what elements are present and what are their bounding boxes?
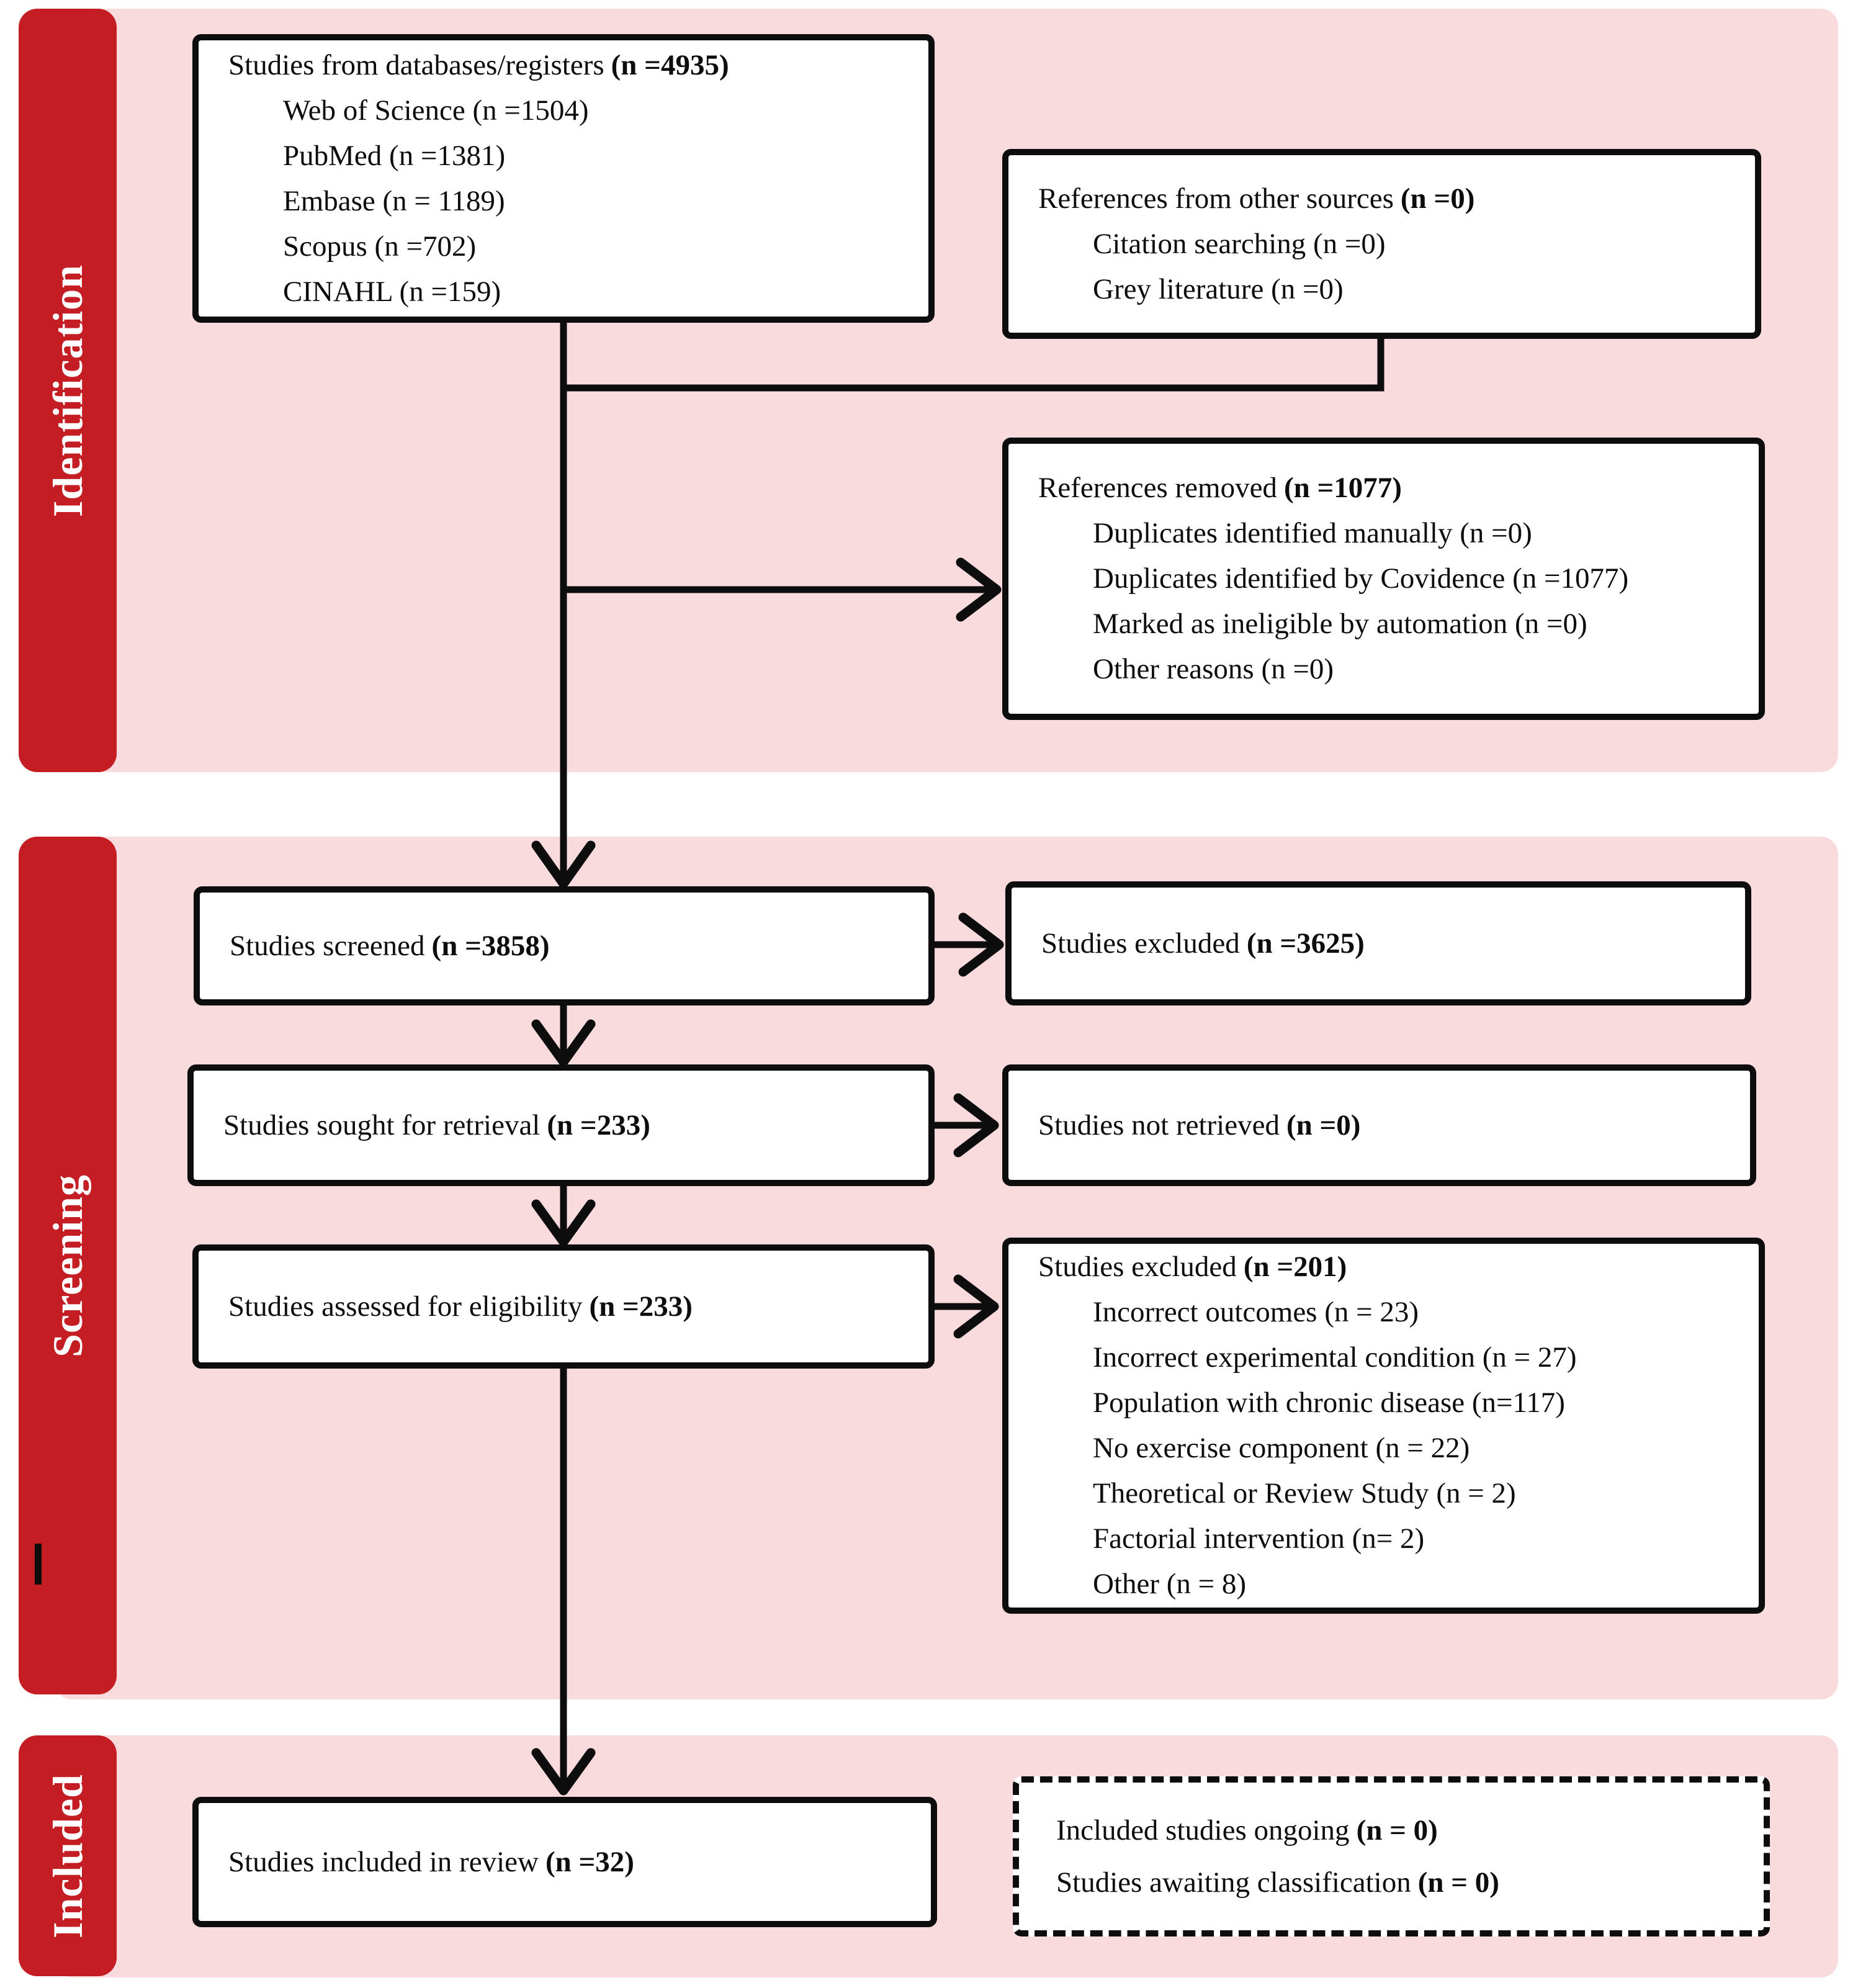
box-title-text: Studies from databases/registers (228, 48, 604, 81)
box-title-text: References removed (1038, 472, 1277, 504)
box-title: References from other sources(n =0) (1008, 176, 1755, 222)
arrowhead-down-screened (531, 840, 596, 889)
line-other-sources-merge (563, 338, 1385, 392)
list-item: Incorrect outcomes (n = 23) (1093, 1296, 1419, 1328)
box-title-text: Studies sought for retrieval (223, 1109, 541, 1141)
box-count: (n =4935) (611, 48, 729, 81)
box-studies-included-review: Studies included in review(n =32) (192, 1797, 937, 1927)
box-references-removed: References removed(n =1077) Duplicates i… (1002, 438, 1765, 720)
box-studies-screened: Studies screened(n =3858) (194, 886, 935, 1005)
box-title: References removed(n =1077) (1008, 466, 1759, 511)
box-title: Studies screened(n =3858) (200, 924, 928, 969)
box-title-text: Studies not retrieved (1038, 1109, 1280, 1141)
box-studies-excluded-screening: Studies excluded(n =3625) (1005, 881, 1751, 1005)
list-item: Marked as ineligible by automation (n =0… (1093, 608, 1587, 640)
box-studies-excluded-eligibility: Studies excluded(n =201) Incorrect outco… (1002, 1238, 1765, 1614)
box-count: (n =1077) (1283, 472, 1402, 504)
box-title-text: Studies awaiting classification (1056, 1866, 1411, 1899)
box-title: Studies excluded(n =3625) (1012, 921, 1745, 966)
box-studies-from-databases: Studies from databases/registers(n =4935… (192, 34, 935, 323)
box-studies-not-retrieved: Studies not retrieved(n =0) (1002, 1064, 1756, 1186)
arrowhead-down-included (531, 1748, 596, 1796)
list-item: Grey literature (n =0) (1093, 272, 1344, 305)
arrowhead-right-excluded-eligibility (953, 1274, 999, 1339)
list-item: Other (n = 8) (1093, 1568, 1247, 1600)
box-title-text: Studies assessed for eligibility (228, 1290, 583, 1323)
box-title: Studies sought for retrieval(n =233) (194, 1103, 928, 1148)
box-title-text: References from other sources (1038, 182, 1394, 215)
arrowhead-down-assessed (531, 1199, 596, 1247)
list-item: Other reasons (n =0) (1093, 653, 1334, 685)
box-references-other-sources: References from other sources(n =0) Cita… (1002, 149, 1761, 339)
box-title-text: Studies screened (230, 929, 425, 962)
arrowhead-right-excluded-screening (958, 912, 1004, 977)
box-studies-sought-retrieval: Studies sought for retrieval(n =233) (187, 1064, 935, 1186)
box-count: (n =3625) (1246, 927, 1365, 960)
box-studies-assessed-eligibility: Studies assessed for eligibility(n =233) (192, 1244, 935, 1369)
box-line-awaiting: Studies awaiting classification(n = 0) (1019, 1856, 1764, 1909)
list-item: Factorial intervention (n= 2) (1093, 1522, 1425, 1555)
arrowhead-right-not-retrieved (953, 1093, 999, 1158)
box-count: (n =3858) (431, 929, 550, 962)
list-item: Web of Science (n =1504) (283, 94, 589, 127)
box-title: Studies included in review(n =32) (199, 1840, 931, 1885)
list-item: Citation searching (n =0) (1093, 227, 1386, 260)
box-title-text: Studies excluded (1041, 927, 1240, 960)
box-count: (n =32) (545, 1845, 634, 1878)
box-line-ongoing: Included studies ongoing(n = 0) (1019, 1804, 1764, 1856)
box-title: Studies assessed for eligibility(n =233) (199, 1284, 928, 1329)
list-item: Incorrect experimental condition (n = 27… (1093, 1341, 1577, 1374)
list-item: Duplicates identified manually (n =0) (1093, 517, 1532, 549)
box-count: (n =233) (547, 1109, 650, 1141)
list-item: Embase (n = 1189) (283, 184, 505, 217)
box-title-text: Included studies ongoing (1056, 1814, 1350, 1846)
box-count: (n = 0) (1356, 1814, 1438, 1846)
arrowhead-down-sought (531, 1019, 596, 1067)
list-item: Duplicates identified by Covidence (n =1… (1093, 562, 1629, 595)
box-title-text: Studies excluded (1038, 1251, 1237, 1283)
box-count: (n =201) (1243, 1251, 1347, 1283)
list-item: No exercise component (n = 22) (1093, 1432, 1470, 1464)
box-title: Studies from databases/registers(n =4935… (199, 43, 928, 88)
list-item: Theoretical or Review Study (n = 2) (1093, 1477, 1516, 1509)
stray-mark (35, 1544, 42, 1585)
list-item: CINAHL (n =159) (283, 275, 501, 308)
box-count: (n = 0) (1417, 1866, 1499, 1899)
arrowhead-right-references-removed (956, 557, 1002, 622)
list-item: PubMed (n =1381) (283, 139, 506, 172)
box-title: Studies not retrieved(n =0) (1008, 1103, 1750, 1148)
box-title-text: Studies included in review (228, 1845, 539, 1878)
box-count: (n =233) (589, 1290, 693, 1323)
box-ongoing-awaiting: Included studies ongoing(n = 0) Studies … (1013, 1776, 1770, 1936)
box-count: (n =0) (1286, 1109, 1361, 1141)
list-item: Population with chronic disease (n=117) (1093, 1387, 1565, 1419)
included-stage-bar: Included (19, 1735, 117, 1976)
identification-stage-bar: Identification (19, 9, 117, 772)
box-title: Studies excluded(n =201) (1008, 1244, 1759, 1290)
box-count: (n =0) (1400, 182, 1475, 215)
list-item: Scopus (n =702) (283, 230, 477, 263)
